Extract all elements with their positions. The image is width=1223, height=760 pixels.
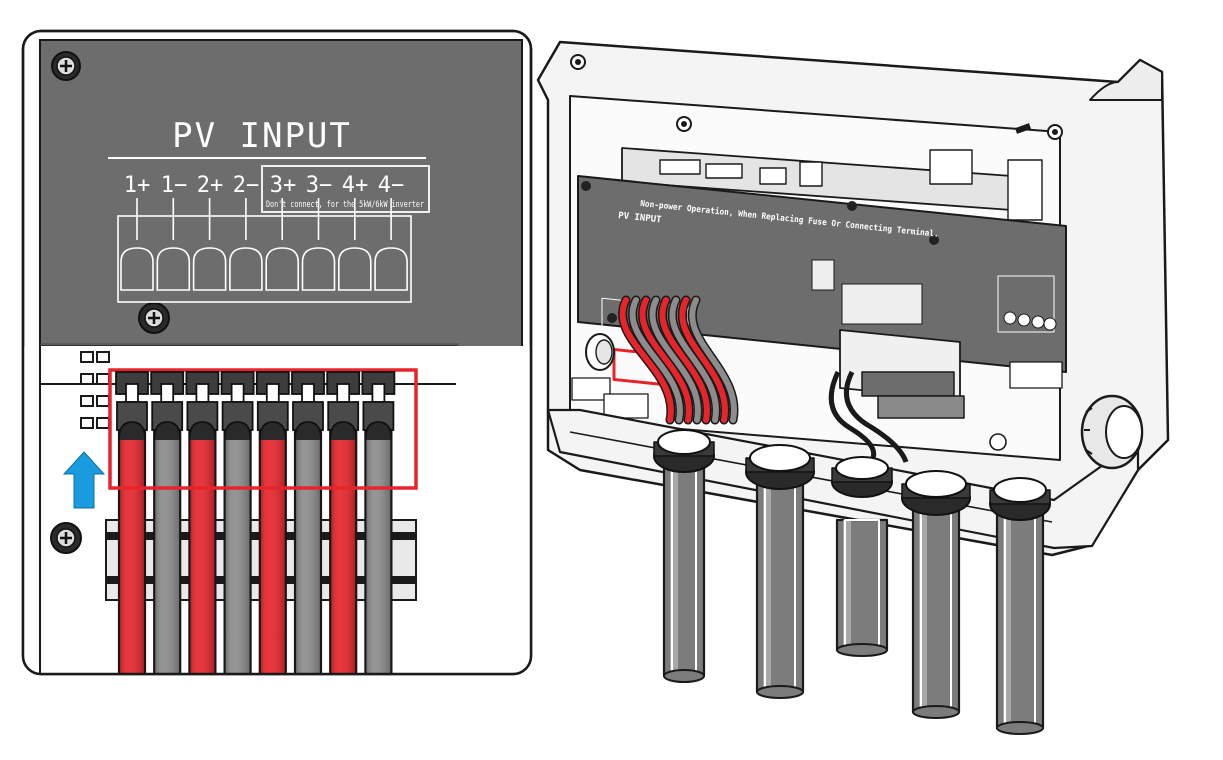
unused-terminals-box xyxy=(261,165,430,213)
fuse-cap xyxy=(585,333,615,371)
cable-gland xyxy=(653,429,715,683)
terminal-slot xyxy=(374,247,408,291)
terminal-connector xyxy=(185,371,220,441)
device-negative-cable xyxy=(669,297,719,423)
cable-gland xyxy=(831,456,893,657)
positive-cable xyxy=(329,428,358,674)
pv-input-title: PV INPUT xyxy=(172,116,352,156)
device-pv-label: PV INPUT xyxy=(618,211,663,225)
terminal-connector xyxy=(326,371,361,441)
cable-gland xyxy=(989,477,1051,735)
negative-cable xyxy=(364,428,393,674)
terminal-label: 4− xyxy=(378,173,405,198)
terminal-slot xyxy=(192,247,227,291)
terminal-connector xyxy=(361,371,396,441)
cable-gland xyxy=(901,470,971,719)
device-positive-cable xyxy=(659,297,710,423)
device-negative-cable xyxy=(629,297,683,423)
inverter-wiring-box: Non-power Operation, When Replacing Fuse… xyxy=(536,40,1170,735)
screw-icon xyxy=(607,313,617,323)
device-negative-cable xyxy=(649,297,701,423)
cable-gland xyxy=(745,444,815,699)
screw-icon xyxy=(581,181,591,191)
negative-cable xyxy=(223,428,252,674)
screw-icon xyxy=(50,522,82,554)
device-pv-cable-bundle xyxy=(618,295,739,425)
positive-cable xyxy=(188,428,217,674)
negative-cable xyxy=(153,428,182,674)
terminal-connector xyxy=(220,371,255,441)
screw-icon xyxy=(847,201,857,211)
terminal-label: 2− xyxy=(233,173,260,198)
terminal-label-row: 1+ 1− 2+ 2− 3+ 3− 4+ 4− xyxy=(124,173,405,198)
device-positive-cable xyxy=(619,297,674,423)
up-arrow-icon xyxy=(62,451,106,509)
terminal-label: 1− xyxy=(161,173,188,198)
terminal-slot xyxy=(120,247,154,291)
terminal-block-outline xyxy=(117,198,412,303)
side-cable-gland xyxy=(1080,394,1144,470)
terminal-label: 4+ xyxy=(342,173,369,198)
inset-magnified-view: PV INPUT 1+ 1− 2+ 2− 3+ 3− 4+ 4− Don't c… xyxy=(21,29,533,676)
terminal-connector xyxy=(255,371,290,441)
pv-cable-bundle xyxy=(117,428,393,674)
screw-icon xyxy=(138,302,170,334)
screw-icon xyxy=(570,54,586,70)
terminal-connectors xyxy=(115,371,396,441)
terminal-slot xyxy=(156,247,191,291)
terminal-slot xyxy=(229,247,263,291)
connector-highlight-box xyxy=(108,368,418,490)
screw-icon xyxy=(676,116,692,132)
terminal-label: 3− xyxy=(306,173,333,198)
terminal-slot xyxy=(301,247,336,291)
terminal-slot xyxy=(338,247,372,291)
terminal-connector xyxy=(291,371,325,441)
positive-cable xyxy=(258,428,287,674)
terminal-label: 1+ xyxy=(124,173,151,198)
screw-icon xyxy=(1047,124,1063,140)
positive-cable xyxy=(117,428,147,674)
device-negative-cable xyxy=(689,297,738,423)
unused-terminals-note: Don't connect, for the 5kW/6kW inverter xyxy=(266,200,424,210)
terminal-connector xyxy=(115,371,149,441)
screw-icon xyxy=(51,51,81,81)
negative-cable xyxy=(293,428,323,674)
device-positive-cable xyxy=(639,297,692,423)
device-positive-cable xyxy=(679,297,728,423)
terminal-label: 2+ xyxy=(197,173,224,198)
terminal-label: 3+ xyxy=(270,173,297,198)
terminal-connector xyxy=(150,371,185,441)
cable-glands xyxy=(653,429,1051,735)
terminal-slot xyxy=(265,247,299,291)
screw-icon xyxy=(929,235,939,245)
